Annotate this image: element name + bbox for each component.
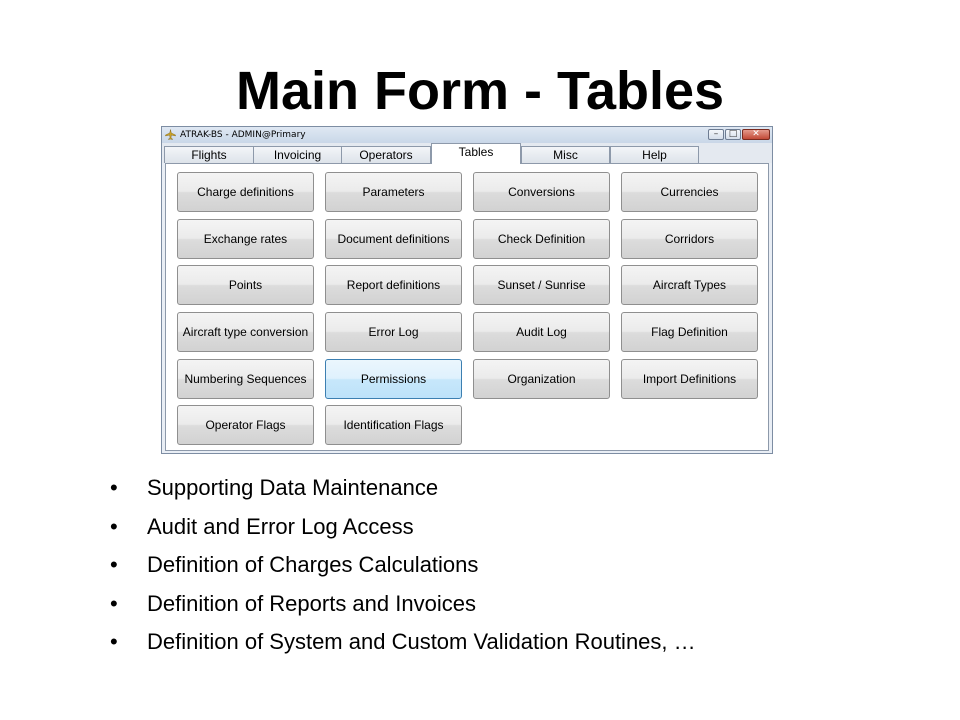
exchange-rates-button[interactable]: Exchange rates xyxy=(177,219,314,259)
aircraft-icon xyxy=(165,129,176,140)
corridors-button[interactable]: Corridors xyxy=(621,219,758,259)
bullet-text: Definition of Charges Calculations xyxy=(147,552,479,577)
bullet-icon: • xyxy=(110,475,118,500)
aircraft-types-button[interactable]: Aircraft Types xyxy=(621,265,758,305)
window-title: ATRAK-BS - ADMIN@Primary xyxy=(180,130,306,140)
maximize-button[interactable]: □ xyxy=(725,129,741,140)
bullet-item: • Supporting Data Maintenance xyxy=(110,472,930,511)
tab-flights[interactable]: Flights xyxy=(164,146,254,163)
audit-log-button[interactable]: Audit Log xyxy=(473,312,610,352)
bullet-list: • Supporting Data Maintenance • Audit and … xyxy=(110,472,930,665)
numbering-sequences-button[interactable]: Numbering Sequences xyxy=(177,359,314,399)
close-button[interactable]: ✕ xyxy=(742,129,770,140)
slide-title: Main Form - Tables xyxy=(235,61,725,121)
check-definition-button[interactable]: Check Definition xyxy=(473,219,610,259)
permissions-button[interactable]: Permissions xyxy=(325,359,462,399)
sunset-sunrise-button[interactable]: Sunset / Sunrise xyxy=(473,265,610,305)
bullet-text: Supporting Data Maintenance xyxy=(147,475,439,500)
bullet-item: • Definition of System and Custom Validat… xyxy=(110,626,930,665)
bullet-item: • Definition of Charges Calculations xyxy=(110,549,930,588)
window-titlebar[interactable]: ATRAK-BS - ADMIN@Primary – □ ✕ xyxy=(162,127,772,143)
report-definitions-button[interactable]: Report definitions xyxy=(325,265,462,305)
bullet-text: Definition of Reports and Invoices xyxy=(147,590,476,616)
bullet-text: Audit and Error Log Access xyxy=(147,513,414,539)
tab-strip: Flights Invoicing Operators Tables Misc … xyxy=(162,143,772,164)
charge-definitions-button[interactable]: Charge definitions xyxy=(177,172,314,212)
tables-panel: Charge definitions Parameters Conversion… xyxy=(165,163,769,451)
aircraft-type-conversion-button[interactable]: Aircraft type conversion xyxy=(177,312,314,352)
identification-flags-button[interactable]: Identification Flags xyxy=(325,405,462,445)
tab-tables[interactable]: Tables xyxy=(431,143,521,164)
conversions-button[interactable]: Conversions xyxy=(473,172,610,212)
bullet-text: Definition of System and Custom Validati… xyxy=(147,629,696,654)
organization-button[interactable]: Organization xyxy=(473,359,610,399)
flag-definition-button[interactable]: Flag Definition xyxy=(621,312,758,352)
tab-help[interactable]: Help xyxy=(610,146,699,163)
tab-misc[interactable]: Misc xyxy=(521,146,610,163)
import-definitions-button[interactable]: Import Definitions xyxy=(621,359,758,399)
currencies-button[interactable]: Currencies xyxy=(621,172,758,212)
bullet-item: • Definition of Reports and Invoices xyxy=(110,588,930,627)
points-button[interactable]: Points xyxy=(177,265,314,305)
tab-operators[interactable]: Operators xyxy=(341,146,431,163)
bullet-icon: • xyxy=(110,552,118,577)
bullet-icon: • xyxy=(110,629,118,654)
operator-flags-button[interactable]: Operator Flags xyxy=(177,405,314,445)
bullet-item: • Audit and Error Log Access xyxy=(110,511,930,550)
document-definitions-button[interactable]: Document definitions xyxy=(325,219,462,259)
parameters-button[interactable]: Parameters xyxy=(325,172,462,212)
minimize-button[interactable]: – xyxy=(708,129,724,140)
app-window: ATRAK-BS - ADMIN@Primary – □ ✕ Flights I… xyxy=(161,126,773,454)
bullet-icon: • xyxy=(110,513,118,539)
tab-invoicing[interactable]: Invoicing xyxy=(253,146,342,163)
bullet-icon: • xyxy=(110,590,118,616)
error-log-button[interactable]: Error Log xyxy=(325,312,462,352)
